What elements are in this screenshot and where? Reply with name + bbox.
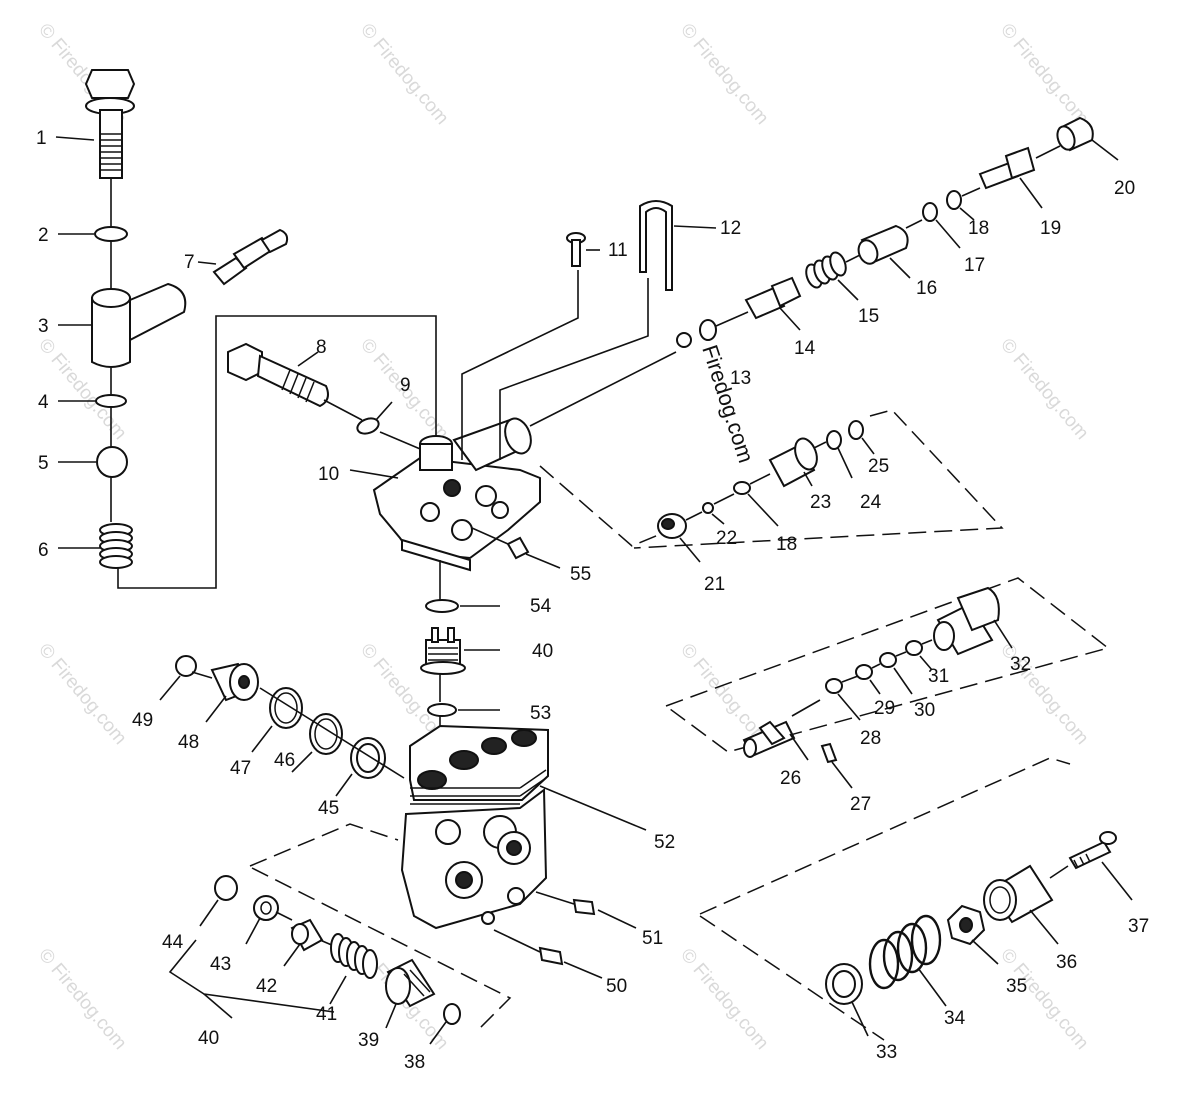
callout-45: 45 (318, 798, 339, 819)
callout-19: 19 (1040, 218, 1061, 239)
callout-26: 26 (780, 768, 801, 789)
callout-18b: 18 (776, 534, 797, 555)
fitting-7 (197, 228, 289, 286)
tee-body (91, 297, 131, 368)
callout-16: 16 (916, 278, 937, 299)
watermark-layer: © Firedog.com © Firedog.com © Firedog.co… (34, 20, 1092, 1054)
callout-38: 38 (404, 1052, 425, 1073)
watermark: © Firedog.com (996, 20, 1092, 129)
pump-head-52 (400, 724, 647, 930)
callout-30: 30 (914, 700, 935, 721)
check-ball (96, 446, 128, 478)
callout-4: 4 (38, 392, 49, 413)
spring (99, 523, 133, 569)
callout-18: 18 (968, 218, 989, 239)
callout-42: 42 (256, 976, 277, 997)
left-seal-row (159, 655, 405, 797)
callout-7: 7 (184, 252, 195, 273)
watermark: © Firedog.com (356, 20, 452, 129)
callout-22: 22 (716, 528, 737, 549)
watermark: © Firedog.com (676, 945, 772, 1054)
callout-44: 44 (162, 932, 184, 953)
watermark-center: Firedog.com (697, 342, 759, 466)
callout-5: 5 (38, 453, 49, 474)
callout-35: 35 (1006, 976, 1027, 997)
callout-24: 24 (860, 492, 882, 513)
callout-29: 29 (874, 698, 895, 719)
callout-54: 54 (530, 596, 552, 617)
callout-11: 11 (608, 240, 628, 261)
callout-53: 53 (530, 703, 551, 724)
callout-32: 32 (1010, 654, 1031, 675)
callout-31: 31 (928, 666, 949, 687)
callout-9: 9 (400, 375, 411, 396)
unloader-assembly (665, 577, 1110, 789)
watermark: © Firedog.com (996, 335, 1092, 444)
spring-34 (868, 914, 942, 990)
watermark: © Firedog.com (676, 640, 772, 749)
callout-55: 55 (570, 564, 591, 585)
callout-36: 36 (1056, 952, 1077, 973)
callout-6: 6 (38, 540, 49, 561)
watermark: © Firedog.com (34, 640, 130, 749)
callout-33: 33 (876, 1042, 897, 1063)
callout-12: 12 (720, 218, 741, 239)
clip-12 (499, 200, 717, 460)
callout-2: 2 (38, 225, 49, 246)
watermark: © Firedog.com (34, 945, 130, 1054)
manifold-10 (349, 417, 541, 572)
pin-11 (461, 232, 600, 460)
bolt-head (84, 69, 136, 99)
callout-27: 27 (850, 794, 871, 815)
callout-10: 10 (318, 464, 339, 485)
callout-17: 17 (964, 255, 985, 276)
callout-51: 51 (642, 928, 663, 949)
callout-40a: 40 (532, 641, 553, 662)
callout-40b: 40 (198, 1028, 219, 1049)
callout-23: 23 (810, 492, 831, 513)
callout-46: 46 (274, 750, 295, 771)
regulator-assembly (699, 757, 1133, 1041)
upper-right-chain (529, 116, 1119, 427)
callout-49: 49 (132, 710, 153, 731)
callout-13: 13 (730, 368, 751, 389)
bolt-shank (99, 109, 123, 179)
callout-39: 39 (358, 1030, 379, 1051)
callout-48: 48 (178, 732, 199, 753)
callout-52: 52 (654, 832, 675, 853)
bottom-valve-assembly (168, 823, 512, 1045)
callout-37: 37 (1128, 916, 1149, 937)
callout-47: 47 (230, 758, 251, 779)
callout-28: 28 (860, 728, 881, 749)
callout-8: 8 (316, 337, 327, 358)
left-valve-stack (84, 69, 437, 589)
plug-55 (471, 527, 561, 569)
watermark: © Firedog.com (996, 945, 1092, 1054)
bolt-8 (227, 342, 363, 421)
callout-15: 15 (858, 306, 879, 327)
callout-3: 3 (38, 316, 49, 337)
callout-14: 14 (794, 338, 816, 359)
callout-25: 25 (868, 456, 889, 477)
callout-41: 41 (316, 1004, 337, 1025)
part-callout-labels: 1 2 3 4 5 6 7 8 9 10 11 12 13 14 15 16 1… (36, 128, 1149, 1073)
callout-21: 21 (704, 574, 725, 595)
plugs-50-51 (493, 891, 637, 979)
callout-1: 1 (36, 128, 47, 149)
spring-41 (330, 933, 378, 979)
callout-34: 34 (944, 1008, 966, 1029)
callout-50: 50 (606, 976, 627, 997)
callout-20: 20 (1114, 178, 1135, 199)
middle-right-chain (539, 409, 1004, 563)
watermark: © Firedog.com (676, 20, 772, 129)
callout-43: 43 (210, 954, 231, 975)
